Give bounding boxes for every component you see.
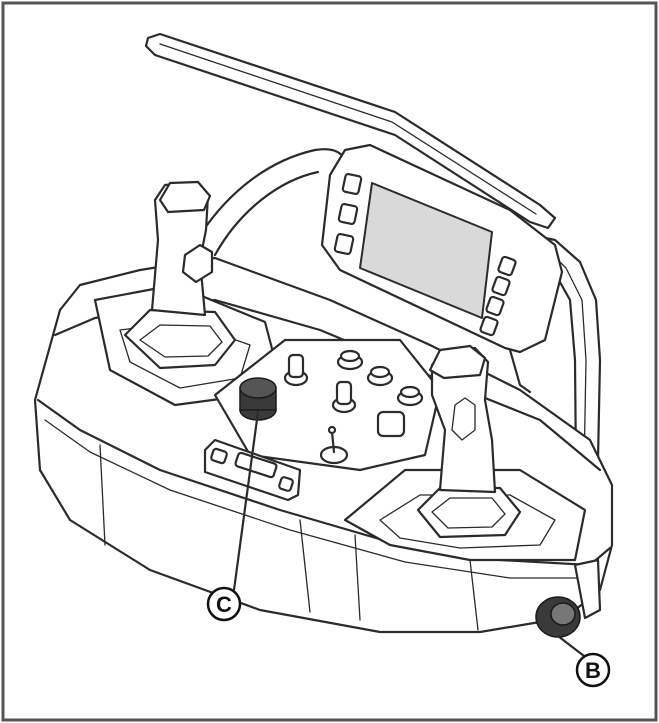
front-switch-1[interactable]: [210, 447, 228, 465]
knob-4[interactable]: [331, 380, 357, 414]
right-joystick-top: [428, 344, 487, 380]
front-switch-panel: [203, 438, 302, 502]
rotary-knob-c[interactable]: [239, 377, 277, 421]
left-joystick-boot: [123, 308, 237, 370]
display-button-left-3[interactable]: [333, 232, 355, 256]
center-controls: [239, 349, 424, 465]
callout-b: B: [575, 652, 611, 688]
knob-2[interactable]: [336, 349, 364, 371]
display-button-left-2[interactable]: [337, 202, 359, 226]
display-button-right-4[interactable]: [479, 315, 499, 337]
callout-c-label: C: [216, 592, 232, 617]
left-joystick-trigger[interactable]: [181, 243, 214, 284]
display-screen: [359, 182, 493, 319]
display-button-right-2[interactable]: [491, 275, 511, 297]
display-button-right-3[interactable]: [485, 295, 505, 317]
callout-c: C: [206, 586, 242, 622]
right-joystick-grip: [430, 346, 497, 494]
display-button-left-1[interactable]: [341, 172, 363, 196]
display-button-right-1[interactable]: [497, 255, 517, 277]
rotary-knob-b[interactable]: [535, 558, 602, 638]
knob-5[interactable]: [396, 385, 424, 407]
left-joystick[interactable]: [123, 180, 237, 370]
top-handle-rail: [144, 32, 557, 230]
leader-line-c: [232, 410, 260, 592]
knob-3[interactable]: [366, 365, 394, 387]
callout-b-label: B: [585, 658, 601, 683]
right-joystick[interactable]: [416, 344, 522, 539]
leader-line-b: [556, 634, 586, 658]
square-button[interactable]: [376, 410, 406, 438]
front-switch-display: [234, 451, 278, 479]
front-switch-2[interactable]: [278, 476, 294, 492]
toggle-switch[interactable]: [319, 425, 349, 465]
display-unit: [320, 143, 564, 394]
knob-1[interactable]: [283, 353, 309, 387]
left-joystick-top: [158, 180, 212, 214]
